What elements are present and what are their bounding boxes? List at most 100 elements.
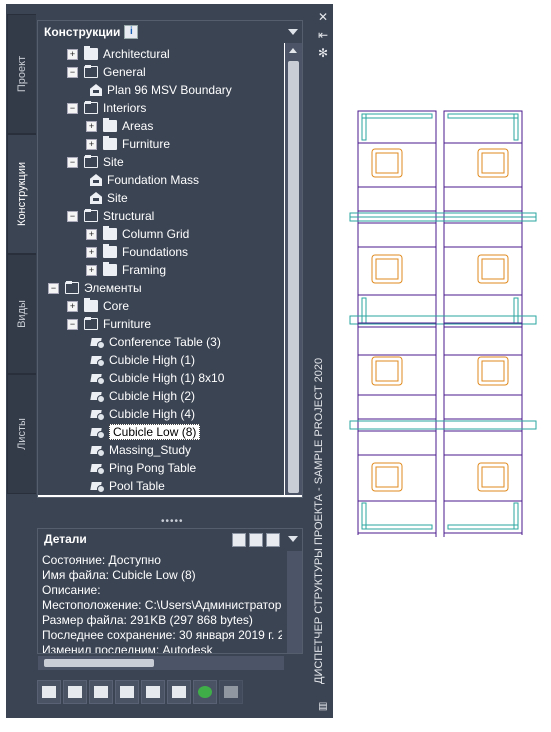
palette-title-bar[interactable]: ✕ ⇤ ✻ ДИСПЕТЧЕР СТРУКТУРЫ ПРОЕКТА - SAMP… [312, 4, 333, 718]
splitter-grip[interactable]: ••••• [161, 516, 184, 527]
tab-sheets[interactable]: Листы [7, 374, 36, 494]
info-icon[interactable]: i [124, 25, 139, 39]
element-icon [90, 408, 105, 421]
expand-icon[interactable]: + [67, 300, 78, 312]
expand-icon[interactable]: + [86, 138, 97, 150]
palette-menu-icon[interactable]: ▤ [318, 701, 328, 712]
tree-item[interactable]: + Framing [86, 261, 166, 279]
preview-icon[interactable] [232, 533, 246, 547]
tree-item[interactable]: − Structural [67, 207, 154, 225]
tree-view-icon[interactable] [266, 533, 280, 547]
tree-item[interactable]: Cubicle Low (8) [86, 423, 201, 441]
cad-drawing [349, 110, 537, 537]
tree-item-label: Plan 96 MSV Boundary [107, 83, 232, 97]
tab-constructs-label: Конструкции [16, 161, 29, 227]
folder-icon [103, 118, 117, 132]
section-menu-chevron-icon[interactable] [288, 29, 298, 35]
tree-item-label: Cubicle High (1) [109, 353, 196, 367]
auto-hide-icon[interactable]: ⇤ [317, 28, 329, 42]
project-navigator-palette: Проект Конструкции Виды Листы Конструкци… [6, 4, 333, 718]
tree-item[interactable]: Ping Pong Table [86, 459, 196, 477]
tree-item-label: Framing [122, 263, 167, 277]
collapse-icon[interactable]: − [67, 156, 78, 168]
collapse-icon[interactable]: − [67, 102, 78, 114]
tree-scrollbar[interactable] [285, 43, 302, 495]
properties-button[interactable] [167, 680, 191, 704]
tree-item[interactable]: Cubicle High (1) 8x10 [86, 369, 224, 387]
attach-button[interactable] [141, 680, 165, 704]
palette-title: ДИСПЕТЧЕР СТРУКТУРЫ ПРОЕКТА - SAMPLE PRO… [313, 357, 325, 684]
expand-icon[interactable]: + [86, 120, 97, 132]
tree-item[interactable]: Cubicle High (1) [86, 351, 195, 369]
tree-item[interactable]: Plan 96 MSV Boundary [86, 81, 232, 99]
tree-item[interactable]: Cubicle High (4) [86, 405, 195, 423]
expand-icon[interactable]: + [86, 246, 97, 258]
properties-gear-icon[interactable]: ✻ [317, 46, 329, 60]
close-icon[interactable]: ✕ [317, 10, 329, 24]
tree-item-label: Column Grid [122, 227, 190, 241]
details-menu-chevron-icon[interactable] [288, 536, 298, 542]
new-element-icon [68, 686, 82, 698]
scroll-up-arrow-icon[interactable] [289, 48, 297, 53]
tree-scroll-thumb[interactable] [288, 61, 299, 493]
folder-open-icon [84, 101, 98, 114]
tree-item[interactable]: +Architectural [67, 45, 170, 63]
collapse-icon[interactable]: − [67, 66, 78, 78]
tree-item-label: Cubicle High (1) 8x10 [109, 371, 225, 385]
construct-icon [90, 174, 102, 186]
folder-open-icon [84, 209, 98, 222]
expand-icon[interactable]: + [67, 48, 78, 60]
desk-top-left [357, 110, 437, 144]
tree-item-label: Structural [103, 209, 155, 223]
details-title: Детали [44, 532, 87, 546]
tree-item[interactable]: −Элементы [48, 279, 142, 297]
expand-icon[interactable]: + [86, 264, 97, 276]
tree-item[interactable]: + Core [67, 297, 129, 315]
tree-item-label: Site [107, 191, 128, 205]
folder-open-icon [65, 281, 79, 294]
tree-item[interactable]: Massing_Study [86, 441, 191, 459]
tree-item[interactable]: Pool Table [86, 477, 165, 495]
expand-icon[interactable]: + [86, 228, 97, 240]
tree-item[interactable]: +Foundations [86, 243, 188, 261]
collapse-icon[interactable]: − [67, 318, 78, 330]
tab-views[interactable]: Виды [7, 254, 36, 374]
tree-item[interactable]: + Column Grid [86, 225, 189, 243]
details-line: Имя файла: Cubicle Low (8) [42, 568, 196, 582]
tree-item-label: Conference Table (3) [109, 335, 221, 349]
copy-element-button[interactable] [89, 680, 113, 704]
disabled-button[interactable] [219, 680, 243, 704]
tree-item[interactable]: −Furniture [67, 315, 151, 333]
details-scroll-thumb[interactable] [44, 659, 154, 667]
details-icon[interactable] [249, 533, 263, 547]
tree-item-label: Areas [122, 119, 154, 133]
new-element-button[interactable] [63, 680, 87, 704]
tree-item-label: Core [103, 299, 130, 313]
tree-item[interactable]: Cubicle High (2) [86, 387, 195, 405]
refresh-button[interactable] [193, 680, 217, 704]
tree-item[interactable]: −Interiors [67, 99, 146, 117]
construct-icon [90, 84, 102, 96]
disabled-icon [224, 686, 238, 698]
new-construct-button[interactable] [37, 680, 61, 704]
xref-button[interactable] [115, 680, 139, 704]
tree-item-label: Cubicle High (4) [109, 407, 196, 421]
collapse-icon[interactable]: − [48, 282, 59, 294]
tab-constructs[interactable]: Конструкции [7, 134, 36, 254]
tree-item[interactable]: −General [67, 63, 146, 81]
folder-icon [84, 298, 98, 312]
tree-item[interactable]: Foundation Mass [86, 171, 199, 189]
tree-item-label: Ping Pong Table [109, 461, 197, 475]
tab-project[interactable]: Проект [7, 14, 36, 134]
tree-item[interactable]: Site [86, 189, 128, 207]
element-icon [90, 480, 105, 493]
tree-item[interactable]: + Areas [86, 117, 153, 135]
details-scrollbar-vertical[interactable] [287, 551, 302, 653]
tree-item[interactable]: −Site [67, 153, 124, 171]
collapse-icon[interactable]: − [67, 210, 78, 222]
tab-views-label: Виды [16, 300, 28, 328]
tree-item[interactable]: Conference Table (3) [86, 333, 221, 351]
details-scrollbar-horizontal[interactable] [38, 656, 284, 670]
tree-item[interactable]: +Furniture [86, 135, 170, 153]
